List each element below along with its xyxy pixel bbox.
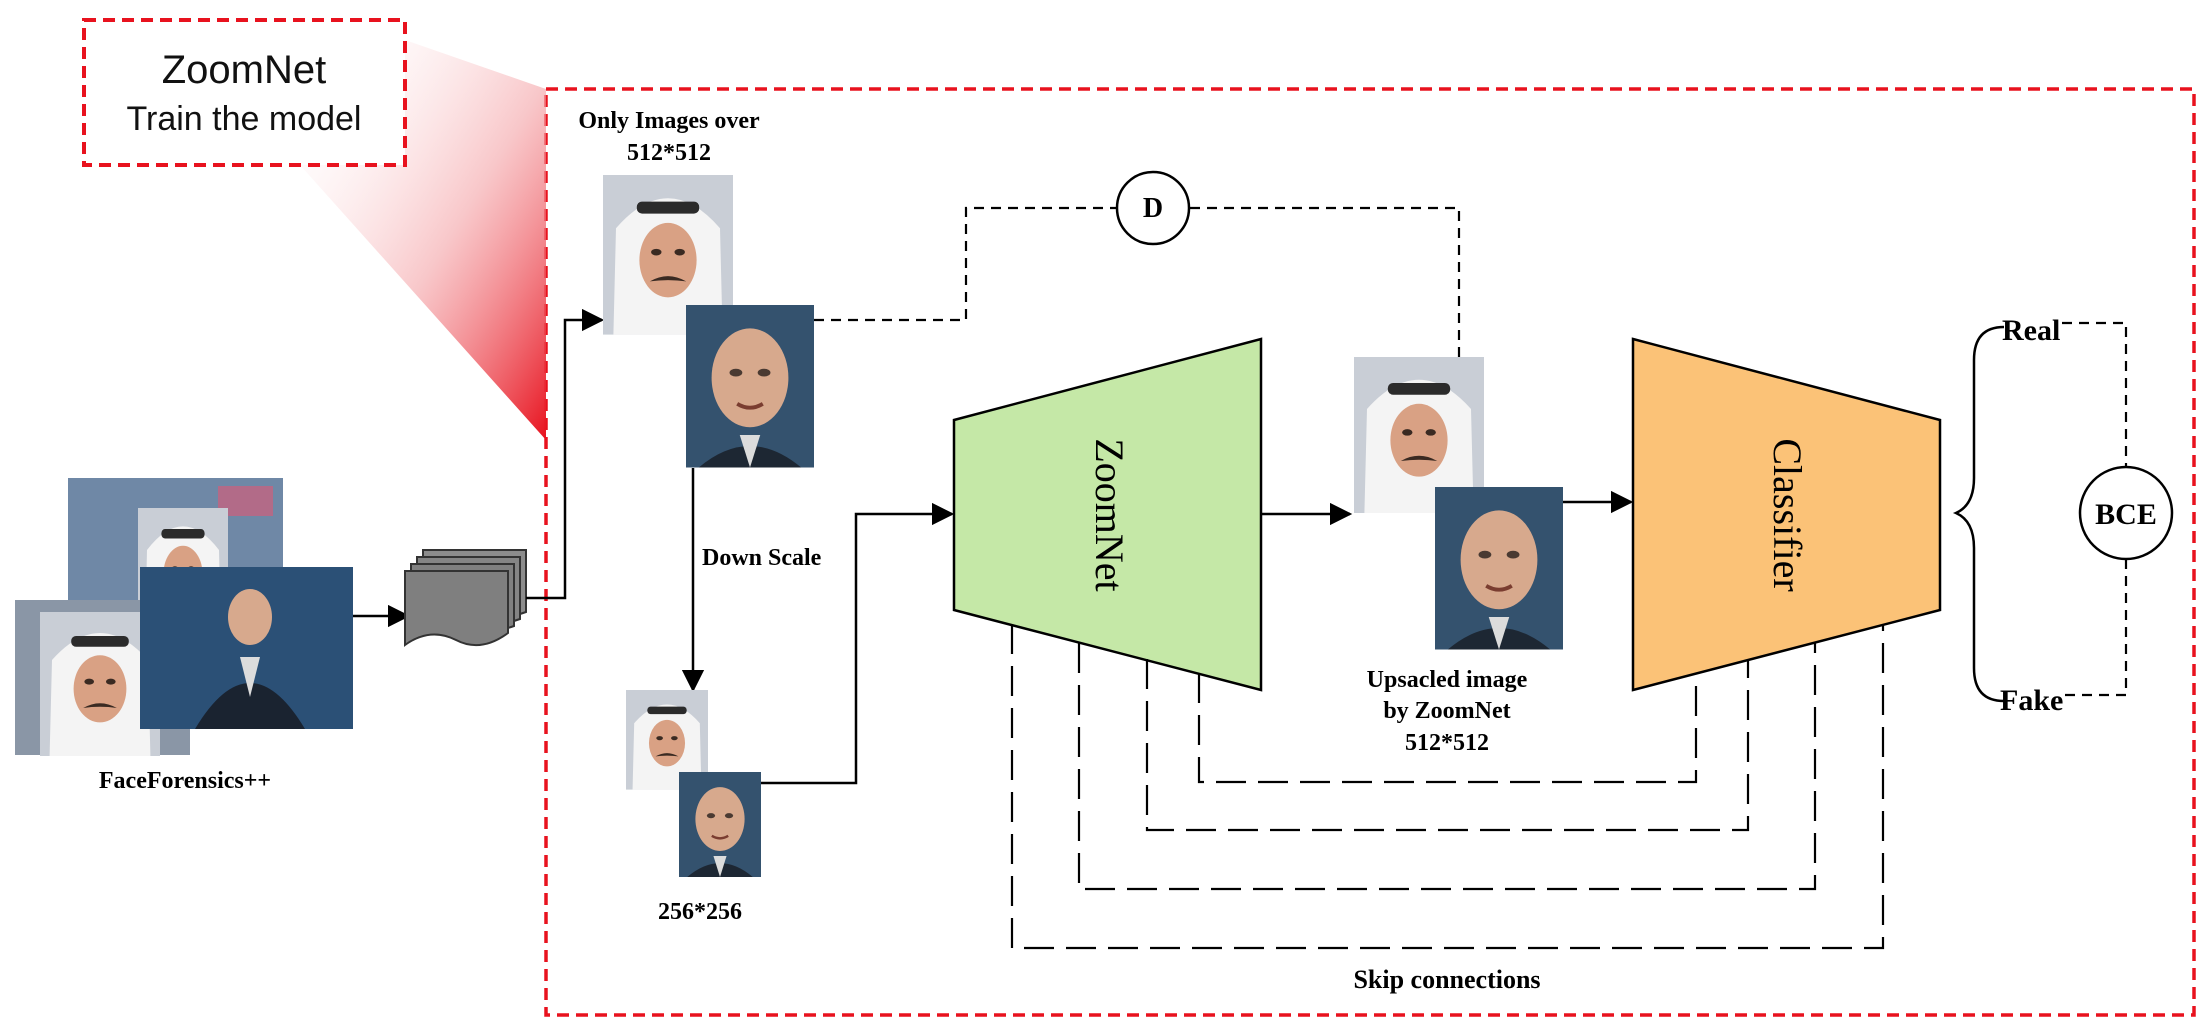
bce-link-top — [2062, 321, 2128, 467]
upscaled-label-line1: Upsacled image — [1367, 667, 1528, 693]
arrow-stack-to-highres — [526, 308, 605, 600]
classifier-label: Classifier — [1765, 438, 1810, 591]
zoomnet-label: ZoomNet — [1087, 438, 1132, 591]
classifier-block: Classifier — [1631, 337, 1942, 692]
real-label: Real — [2002, 314, 2060, 347]
discriminator-link-left — [814, 206, 1117, 322]
upscaled-label-line2: by ZoomNet — [1383, 698, 1510, 724]
skip-connections-label: Skip connections — [1353, 965, 1540, 994]
fake-label: Fake — [2000, 684, 2063, 717]
image-stack-icon — [404, 549, 527, 647]
lowres-label: 256*256 — [658, 899, 742, 925]
lowres-face-images — [626, 690, 763, 879]
highres-label-line1: Only Images over — [578, 108, 760, 134]
training-frame — [544, 87, 2196, 1017]
bce-label: BCE — [2095, 498, 2157, 531]
highres-label-line2: 512*512 — [627, 140, 711, 166]
discriminator-node: D — [1115, 170, 1191, 246]
callout-subtitle: Train the model — [127, 100, 362, 138]
bce-node: BCE — [2078, 465, 2174, 561]
bce-link-bottom — [2062, 559, 2128, 697]
skip-connection-2 — [1145, 659, 1750, 832]
upscaled-label-line3: 512*512 — [1405, 730, 1489, 756]
discriminator-link-right — [1190, 206, 1461, 357]
skip-connection-4 — [1010, 624, 1885, 950]
callout-title: ZoomNet — [162, 48, 327, 92]
skip-connections — [1010, 624, 1885, 950]
down-scale-label: Down Scale — [702, 545, 822, 571]
skip-connection-3 — [1077, 643, 1817, 891]
highres-face-images — [603, 175, 816, 470]
dataset-label: FaceForensics++ — [99, 768, 271, 794]
output-brace — [1952, 325, 2005, 703]
skip-connection-1 — [1197, 673, 1698, 784]
dataset-thumbnails — [15, 478, 353, 756]
arrow-lowres-to-zoomnet — [761, 502, 955, 785]
discriminator-label: D — [1143, 193, 1163, 224]
callout-box: ZoomNet Train the model — [82, 18, 407, 167]
zoomnet-block: ZoomNet — [952, 337, 1263, 692]
upscaled-face-images — [1354, 357, 1565, 652]
